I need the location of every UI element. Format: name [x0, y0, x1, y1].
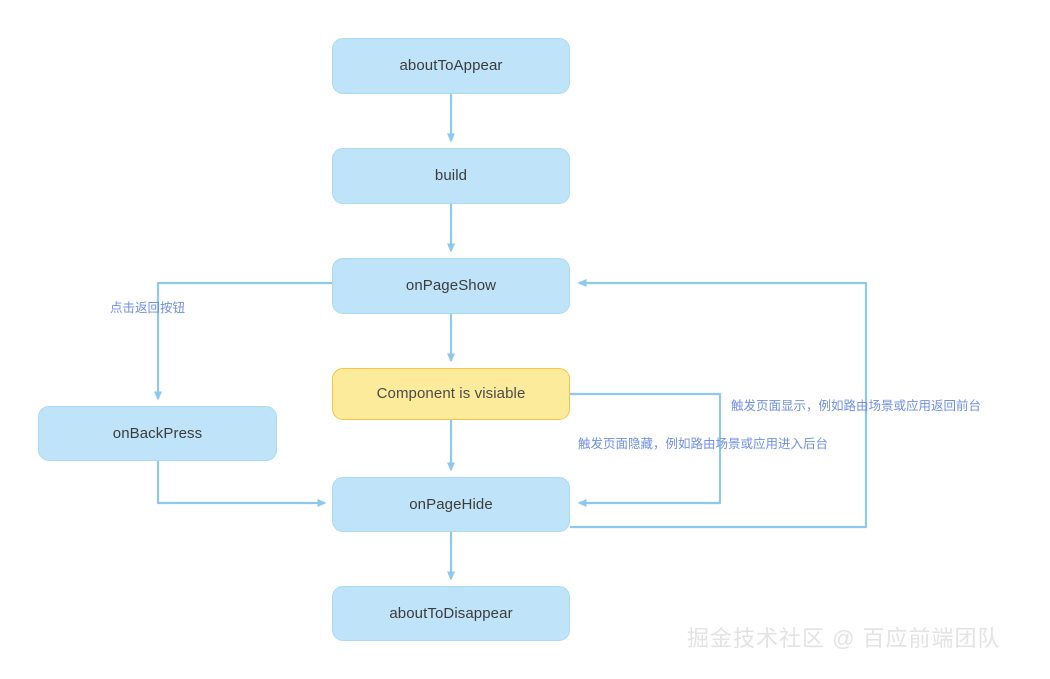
node-on-back-press[interactable]: onBackPress	[38, 406, 277, 461]
node-label: build	[434, 167, 468, 184]
node-label: onPageShow	[405, 277, 497, 294]
edge-backpress-to-pagehide	[156, 461, 327, 507]
edge-label-page-show-trigger: 触发页面显示，例如路由场景或应用返回前台	[731, 399, 982, 413]
node-label: aboutToAppear	[399, 57, 503, 74]
node-label: onBackPress	[112, 424, 203, 442]
node-label: Component is visiable	[376, 385, 526, 402]
node-component-is-visiable[interactable]: Component is visiable	[332, 368, 570, 420]
node-on-page-hide[interactable]: onPageHide	[332, 477, 570, 532]
node-label: onPageHide	[409, 495, 493, 513]
node-on-page-show[interactable]: onPageShow	[332, 258, 570, 314]
edge-label-page-hide-trigger: 触发页面隐藏，例如路由场景或应用进入后台	[578, 437, 829, 451]
node-build[interactable]: build	[332, 148, 570, 204]
watermark: 掘金技术社区 @ 百应前端团队	[687, 626, 1001, 651]
node-label: aboutToDisappear	[389, 604, 513, 622]
edge-label-back-button: 点击返回按钮	[110, 301, 186, 315]
node-about-to-appear[interactable]: aboutToAppear	[332, 38, 570, 94]
node-about-to-disappear[interactable]: aboutToDisappear	[332, 586, 570, 641]
